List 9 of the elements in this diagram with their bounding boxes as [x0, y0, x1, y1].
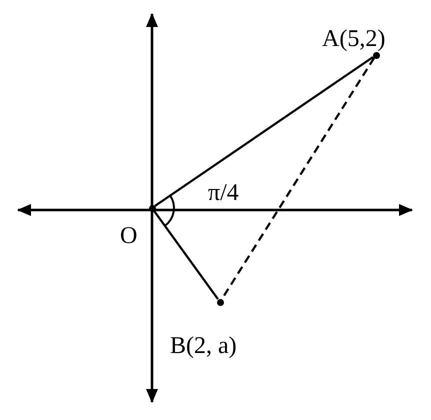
point-label: B(2, a): [170, 334, 237, 358]
angle-label: π/4: [208, 181, 239, 205]
point-label: O: [120, 224, 138, 248]
line-segment: [154, 56, 374, 207]
vertex-point: [216, 298, 224, 306]
vertex-point: [148, 204, 156, 212]
vertex-point: [372, 52, 380, 58]
point-label: A(5,2): [322, 27, 386, 51]
line-segment: [153, 210, 219, 300]
